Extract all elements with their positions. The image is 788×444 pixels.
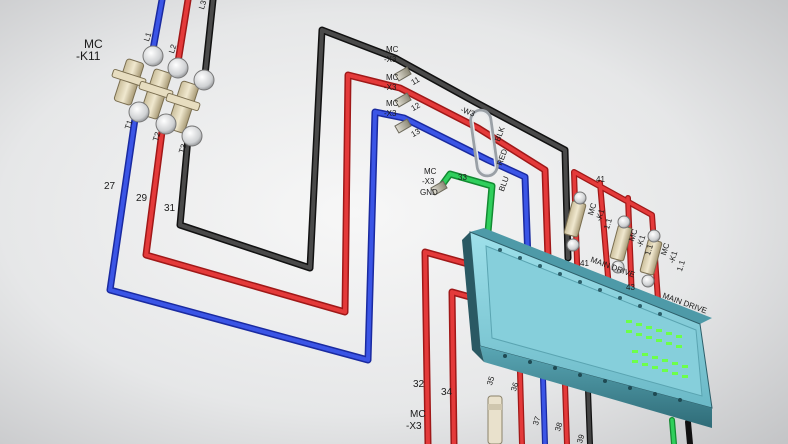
x3-connector-clips: [394, 66, 448, 196]
wire-bottom-green-hl: [670, 418, 676, 444]
wire-red-l2-highlight: [144, 0, 550, 314]
x3-clip-12: [394, 92, 412, 108]
wire-bottom-red-2-hl: [563, 382, 569, 444]
wire-bottom-black-hl: [586, 388, 592, 444]
wire-black-l3-highlight: [178, 0, 570, 270]
module-bevel: [485, 245, 703, 397]
x3-clip-13: [394, 118, 412, 134]
drive-module: [462, 228, 713, 428]
wire-bottom-red-1-hl: [518, 370, 524, 444]
terminal-t2: [155, 113, 177, 135]
wire-red-module-input-2-highlight: [450, 290, 472, 444]
module-left-side: [462, 232, 484, 362]
wire-number-27: 27: [104, 181, 116, 192]
wire-red-module-input-1-highlight: [423, 250, 470, 444]
terminal-t3: [181, 125, 203, 147]
x3-13-ref: -X3: [384, 109, 397, 118]
bottom-wire-32: 32: [413, 379, 425, 390]
contactor-k11-pole-2: [138, 68, 174, 120]
right-contactor-1: [563, 191, 587, 252]
module-top-screws: [498, 248, 662, 316]
terminal-l1: [142, 45, 164, 67]
cable-w3-sleeve: [469, 108, 499, 178]
module-led-grid: [626, 320, 688, 378]
wire-number-31: 31: [164, 203, 176, 214]
right-top-wire-number: 41: [596, 175, 605, 184]
right-pin-41: 41: [580, 259, 589, 268]
wire-number-29: 29: [136, 193, 148, 204]
terminal-l2: [167, 57, 189, 79]
terminal-t1: [128, 101, 150, 123]
right-contactor-2: [609, 215, 633, 274]
x3-12-ref: -X3: [384, 83, 397, 92]
contactor-k11-pole-1: [111, 58, 147, 106]
gnd-ref: -X3: [422, 177, 435, 186]
right-contactors: [563, 191, 663, 288]
wire-bottom-black-2: [685, 419, 693, 444]
gnd-pin: GND: [420, 188, 438, 197]
wire-bottom-blue-hl: [541, 376, 547, 444]
module-top-face: [470, 228, 712, 324]
module-bottom-lip: [480, 346, 712, 428]
k11-label-line2: -K11: [76, 49, 101, 63]
bottom-terminal-tag: MC: [410, 409, 426, 420]
fuse-holder: [487, 395, 503, 444]
right-pin-43: 43: [626, 283, 635, 292]
k11-label-line1: MC: [84, 37, 103, 51]
contactor-k11: [111, 45, 215, 147]
x3-11-tag: MC: [386, 45, 399, 54]
bottom-terminal-ref: -X3: [406, 421, 422, 432]
wire-green-gnd-highlight: [440, 172, 494, 234]
terminal-l3: [193, 69, 215, 91]
gnd-tag: MC: [424, 167, 437, 176]
gnd-wire-number: 33: [458, 173, 467, 182]
bottom-wire-34: 34: [441, 387, 453, 398]
x3-12-tag: MC: [386, 73, 399, 82]
x3-11-ref: -X3: [384, 55, 397, 64]
module-bottom-screws: [503, 354, 682, 402]
x3-13-tag: MC: [386, 99, 399, 108]
x3-clip-11: [394, 66, 412, 82]
wire-group: [106, 0, 693, 444]
right-contactor-3: [639, 229, 663, 288]
x3-clip-gnd: [430, 180, 448, 196]
